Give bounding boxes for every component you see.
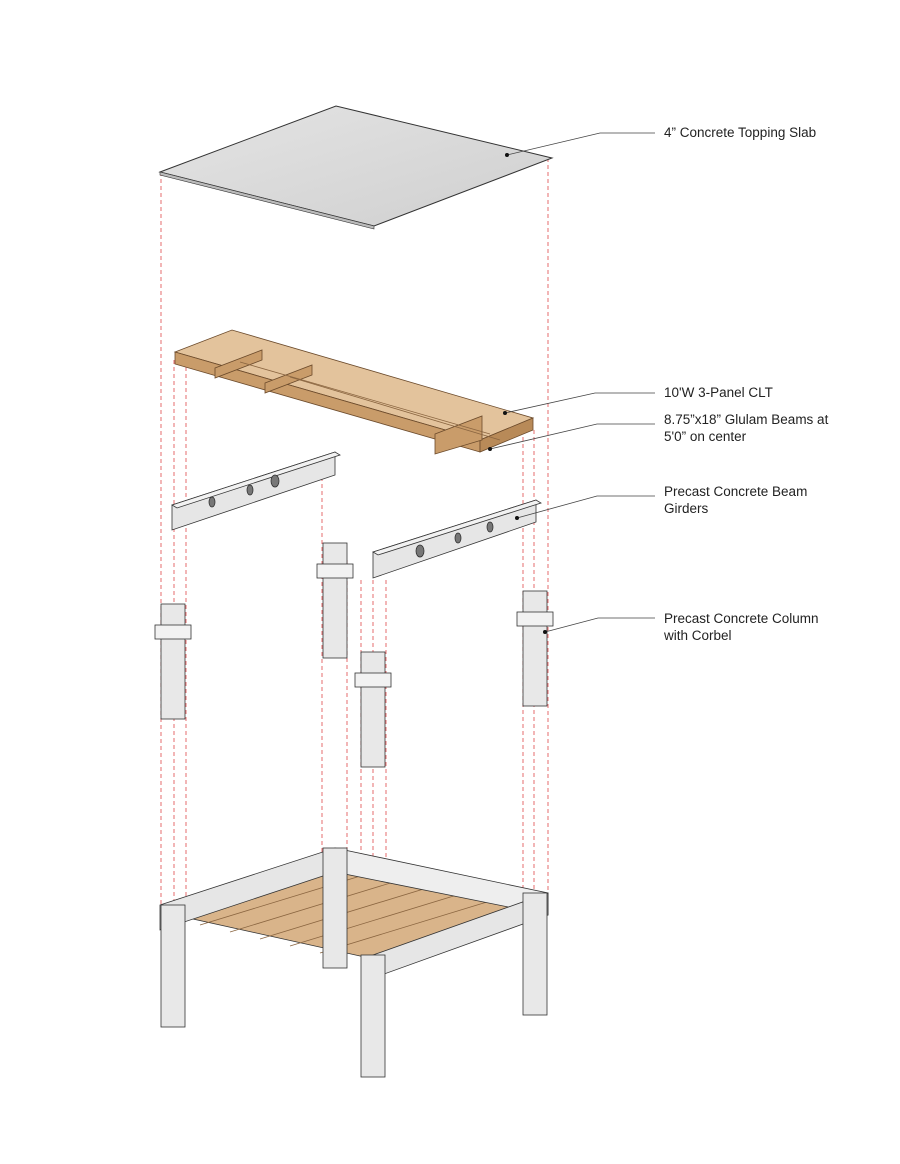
concrete-topping-slab <box>158 105 554 230</box>
label-topping-slab: 4” Concrete Topping Slab <box>664 125 817 140</box>
label-glulam: 8.75”x18” Glulam Beams at 5'0” on center <box>664 411 828 445</box>
clt-panels-with-glulam <box>173 329 535 455</box>
precast-beam-girder-left <box>171 451 341 531</box>
label-clt: 10'W 3-Panel CLT <box>664 385 773 400</box>
label-column: Precast Concrete Column with Corbel <box>664 610 819 644</box>
label-girder-line2: Girders <box>664 501 709 516</box>
assembled-structural-bay <box>159 847 549 1078</box>
label-glulam-line1: 8.75”x18” Glulam Beams at <box>664 412 829 427</box>
label-column-line2: with Corbel <box>664 628 732 643</box>
label-column-line1: Precast Concrete Column <box>664 611 819 626</box>
column-3 <box>354 651 392 768</box>
precast-beam-girder-right <box>372 499 542 579</box>
label-girder-line1: Precast Concrete Beam <box>664 484 808 499</box>
column-2 <box>316 542 354 659</box>
column-1 <box>154 603 192 720</box>
leader-lines <box>489 132 655 633</box>
label-glulam-line2: 5'0” on center <box>664 429 747 444</box>
precast-columns <box>154 542 554 768</box>
column-4 <box>516 590 554 707</box>
label-beam-girders: Precast Concrete Beam Girders <box>664 483 807 517</box>
